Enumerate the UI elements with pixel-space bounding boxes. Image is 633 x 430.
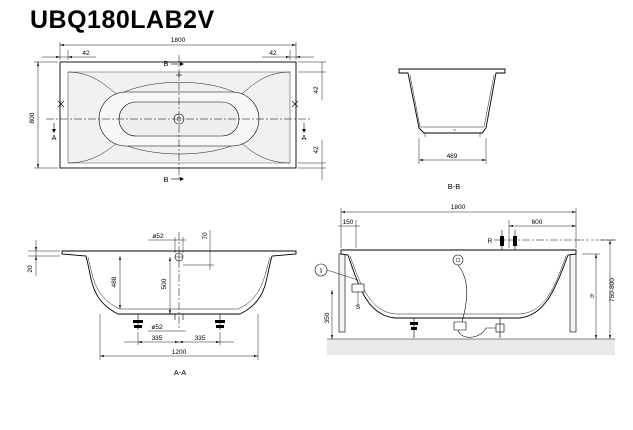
- panel-left: [338, 253, 346, 333]
- elevation-350-label: 350: [324, 312, 331, 323]
- panel-right: [569, 253, 577, 333]
- side-elevation: 1800 150 600 R: [314, 204, 616, 355]
- overflow-outlet: [452, 254, 464, 266]
- section-bb-width-label: 489: [447, 153, 458, 160]
- model-title: UBQ180LAB2V: [30, 6, 215, 34]
- section-bb-title: B-B: [448, 182, 461, 191]
- section-b-top-marker: B: [163, 59, 168, 68]
- section-aa-foot-left: [133, 314, 143, 330]
- section-aa-waste-dia-bottom: ø52: [151, 324, 163, 331]
- section-a-left-marker: A: [51, 133, 56, 142]
- plan-rim-right-label: 42: [269, 50, 277, 57]
- plan-rim-bottom-label: 42: [313, 146, 320, 154]
- plan-contour-top: [117, 82, 241, 96]
- section-bb-tub: [398, 68, 506, 134]
- elevation-h-label: h: [590, 293, 594, 300]
- elevation-tap-label: 600: [532, 219, 543, 226]
- section-b-bottom-marker: B: [163, 175, 168, 184]
- section-a-right-marker: A: [301, 133, 306, 142]
- section-aa-foot-right: [215, 314, 225, 330]
- marker-i: I: [320, 266, 322, 275]
- plan-rim-top-label: 42: [313, 86, 320, 94]
- plan-width-label: 1800: [171, 37, 186, 44]
- marker-r: R: [488, 238, 493, 245]
- section-aa-foot-right-label: 335: [195, 335, 206, 342]
- section-aa-waste-dia-top: ø52: [152, 233, 164, 240]
- section-aa-base-width-label: 1200: [172, 349, 187, 356]
- section-aa-rim-label: 20: [27, 265, 34, 273]
- section-aa-title: A-A: [174, 368, 187, 377]
- section-aa-offset-label: 70: [202, 232, 209, 240]
- plan-height-label: 800: [29, 112, 36, 123]
- tap-valves: [500, 230, 517, 250]
- plan-contour-bottom: [117, 141, 241, 155]
- section-aa: 20 488 500 ø52 70 ø52 335 335: [27, 230, 297, 377]
- marker-s: S: [356, 304, 361, 311]
- service-box: [351, 283, 365, 293]
- section-bb: 489 B-B: [398, 68, 506, 191]
- floor-slab: [327, 339, 615, 355]
- elevation-tub: [340, 249, 577, 319]
- elevation-edge-label: 150: [343, 219, 354, 226]
- elevation-length-label: 1800: [451, 204, 466, 211]
- section-aa-foot-left-label: 335: [152, 335, 163, 342]
- plan-rim-left-label: 42: [82, 50, 90, 57]
- waste-trap: [457, 327, 496, 338]
- elevation-range-label: 750-800: [609, 278, 616, 302]
- section-aa-500-label: 500: [161, 278, 168, 289]
- elevation-foot-left: [410, 318, 418, 338]
- section-aa-depth-label: 488: [111, 276, 118, 287]
- plan-dimensions: 1800 42 42 800 42 42 B B A A: [29, 37, 326, 184]
- section-aa-tub: [61, 250, 297, 315]
- plan-view: [46, 55, 312, 180]
